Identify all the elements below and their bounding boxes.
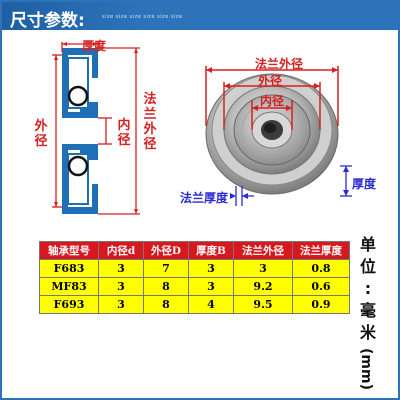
diagram-outer-diameter-label: 外径 bbox=[34, 119, 48, 149]
diagram-flange-outer-diameter-label: 法兰外径 bbox=[143, 92, 157, 152]
cell-inner-diameter: 3 bbox=[98, 277, 144, 296]
photo-flange-outer-diameter-label: 法兰外径 bbox=[255, 57, 304, 71]
header-banner: 尺寸参数: size size size size size size bbox=[2, 2, 398, 31]
cell-flange-outer: 9.2 bbox=[233, 277, 293, 296]
unit-label: 单位 : 毫米 (mm) bbox=[355, 234, 381, 390]
cell-flange-thickness: 0.8 bbox=[292, 259, 350, 278]
banner-title: 尺寸参数: bbox=[10, 11, 85, 31]
table-row: F693 3 8 4 9.5 0.9 bbox=[39, 295, 350, 314]
table-row: F683 3 7 3 3 0.8 bbox=[39, 259, 350, 278]
photo-thickness-label: 厚度 bbox=[352, 177, 377, 191]
photo-inner-diameter-label: 内径 bbox=[260, 94, 285, 108]
photo-outer-diameter-label: 外径 bbox=[258, 74, 283, 88]
unit-line1: 单位 bbox=[359, 235, 376, 276]
col-header-outer-diameter: 外径D bbox=[143, 241, 189, 260]
table-row: MF83 3 8 3 9.2 0.6 bbox=[39, 277, 350, 296]
cell-inner-diameter: 3 bbox=[98, 259, 144, 278]
cell-outer-diameter: 8 bbox=[143, 295, 189, 314]
spec-table: 轴承型号 内径d 外径D 厚度B 法兰外径 法兰厚度 F683 3 7 3 3 … bbox=[39, 241, 350, 314]
cell-flange-outer: 3 bbox=[233, 259, 293, 278]
unit-line2: 毫米 bbox=[359, 301, 376, 342]
diagram-inner-diameter-label: 内径 bbox=[117, 118, 131, 148]
cell-outer-diameter: 7 bbox=[143, 259, 189, 278]
cell-outer-diameter: 8 bbox=[143, 277, 189, 296]
cell-thickness: 4 bbox=[188, 295, 234, 314]
unit-paren: (mm) bbox=[358, 348, 374, 390]
cell-flange-outer: 9.5 bbox=[233, 295, 293, 314]
cell-thickness: 3 bbox=[188, 259, 234, 278]
col-header-flange-outer: 法兰外径 bbox=[233, 241, 293, 260]
unit-colon: : bbox=[364, 279, 372, 298]
bearing-cross-section-diagram bbox=[52, 42, 140, 215]
cell-flange-thickness: 0.6 bbox=[292, 277, 350, 296]
col-header-flange-thickness: 法兰厚度 bbox=[292, 241, 350, 260]
cell-inner-diameter: 3 bbox=[98, 295, 144, 314]
cell-flange-thickness: 0.9 bbox=[292, 295, 350, 314]
cell-model: F683 bbox=[39, 259, 99, 278]
cell-model: F693 bbox=[39, 295, 99, 314]
cell-thickness: 3 bbox=[188, 277, 234, 296]
cell-model: MF83 bbox=[39, 277, 99, 296]
bearing-photo bbox=[205, 66, 352, 206]
photo-flange-thickness-label: 法兰厚度 bbox=[180, 191, 229, 205]
banner-subtitle: size size size size size size bbox=[102, 14, 183, 20]
col-header-thickness: 厚度B bbox=[188, 241, 234, 260]
table-header-row: 轴承型号 内径d 外径D 厚度B 法兰外径 法兰厚度 bbox=[39, 241, 350, 260]
col-header-model: 轴承型号 bbox=[39, 241, 99, 260]
col-header-inner-diameter: 内径d bbox=[98, 241, 144, 260]
diagram-thickness-label: 厚度 bbox=[82, 39, 107, 53]
